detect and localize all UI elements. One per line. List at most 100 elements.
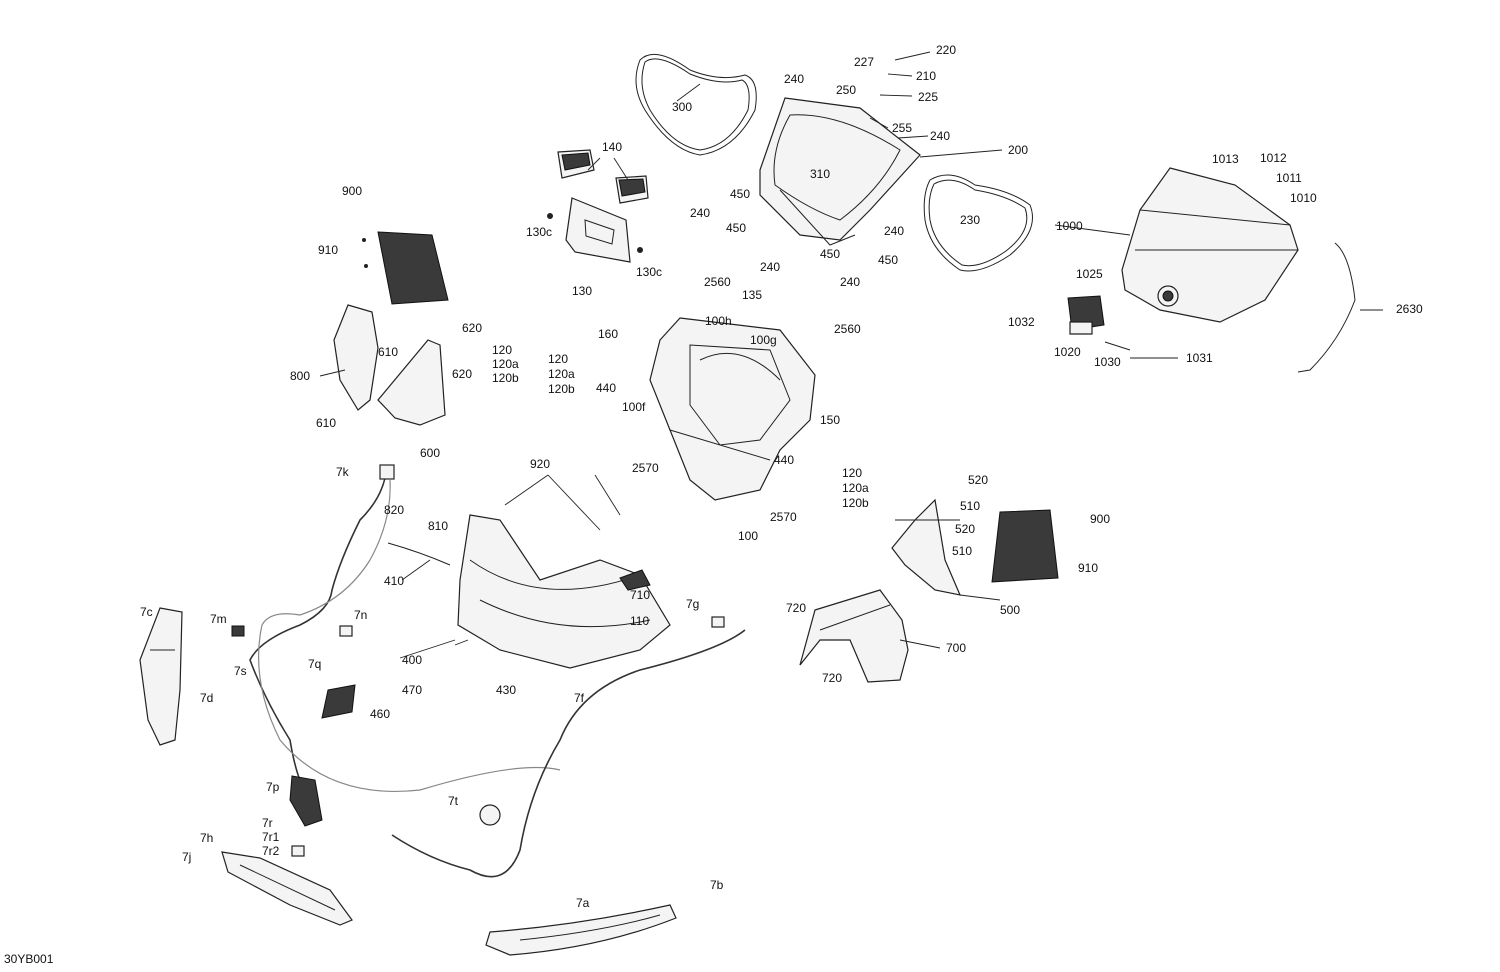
callout-120a: 120a [842, 481, 869, 495]
callout-1010: 1010 [1290, 191, 1317, 205]
callout-7f: 7f [574, 691, 585, 705]
callout-240: 240 [760, 260, 781, 274]
callout-200: 200 [1008, 143, 1029, 157]
callout-120b: 120b [842, 496, 869, 510]
light-140 [557, 149, 649, 204]
callout-150: 150 [820, 413, 841, 427]
callout-310: 310 [810, 167, 831, 181]
callout-230: 230 [960, 213, 981, 227]
callout-2560: 2560 [834, 322, 861, 336]
callout-450: 450 [730, 187, 751, 201]
callout-7c: 7c [140, 605, 153, 619]
callout-7p: 7p [266, 780, 280, 794]
callout-450: 450 [726, 221, 747, 235]
callout-1011: 1011 [1276, 171, 1302, 185]
callout-100h: 100h [705, 314, 732, 328]
callout-7j: 7j [182, 850, 192, 864]
callout-1000: 1000 [1056, 219, 1083, 233]
callout-100: 100 [738, 529, 759, 543]
grille-7h [221, 851, 353, 926]
leader-lines [319, 51, 1383, 659]
liner-700 [799, 589, 909, 683]
callout-300: 300 [672, 100, 693, 114]
callout-800: 800 [290, 369, 311, 383]
harness-7f [391, 629, 746, 878]
callout-250: 250 [836, 83, 857, 97]
callout-2570: 2570 [632, 461, 659, 475]
callout-900: 900 [342, 184, 363, 198]
callout-610: 610 [316, 416, 337, 430]
grommet-7t [479, 804, 501, 826]
callout-600: 600 [420, 446, 441, 460]
callout-225: 225 [918, 90, 939, 104]
callout-240: 240 [930, 129, 951, 143]
callout-120b: 120b [548, 382, 575, 396]
callout-120: 120 [492, 343, 513, 357]
callout-7k: 7k [336, 465, 349, 479]
callout-2560: 2560 [704, 275, 731, 289]
callout-720: 720 [822, 671, 843, 685]
callout-1020: 1020 [1054, 345, 1081, 359]
callout-227: 227 [854, 55, 875, 69]
callout-2630: 2630 [1396, 302, 1423, 316]
strip-410 [387, 542, 451, 566]
connector-7p [289, 775, 323, 827]
callout-520: 520 [968, 473, 989, 487]
callout-1032: 1032 [1008, 315, 1035, 329]
callout-1025: 1025 [1076, 267, 1103, 281]
bracket-130 [547, 197, 643, 263]
callout-620: 620 [462, 321, 483, 335]
callout-470: 470 [402, 683, 423, 697]
bumper-400 [457, 514, 671, 669]
callout-910: 910 [318, 243, 339, 257]
panel-800 [333, 304, 379, 411]
callout-820: 820 [384, 503, 405, 517]
callout-7t: 7t [448, 794, 459, 808]
gasket-230 [923, 174, 1033, 272]
callout-7q: 7q [308, 657, 322, 671]
callout-160: 160 [598, 327, 619, 341]
callout-7s: 7s [234, 664, 247, 678]
callout-120a: 120a [548, 367, 575, 381]
callout-1030: 1030 [1094, 355, 1121, 369]
callout-7n: 7n [354, 608, 368, 622]
callout-7d: 7d [200, 691, 214, 705]
bracket-500 [891, 498, 962, 596]
callout-100f: 100f [622, 400, 646, 414]
callout-120b: 120b [492, 371, 519, 385]
callout-1031: 1031 [1186, 351, 1213, 365]
callout-7r1: 7r1 [262, 830, 280, 844]
callout-240: 240 [690, 206, 711, 220]
callout-7b: 7b [710, 878, 724, 892]
callout-120: 120 [548, 352, 569, 366]
callout-910: 910 [1078, 561, 1099, 575]
callout-620: 620 [452, 367, 473, 381]
callout-7r2: 7r2 [262, 844, 280, 858]
clip-7g [711, 616, 725, 628]
frame-200 [759, 97, 921, 246]
clip-7n [339, 625, 353, 637]
grille-900-right [991, 509, 1059, 583]
hood-1000 [1121, 167, 1299, 323]
side-light-7c [139, 607, 183, 746]
grille-900-left [362, 231, 449, 305]
clip-7r2 [291, 845, 305, 857]
callout-7g: 7g [686, 597, 700, 611]
callout-430: 430 [496, 683, 517, 697]
callout-240: 240 [840, 275, 861, 289]
callout-130c: 130c [636, 265, 663, 279]
callout-450: 450 [820, 247, 841, 261]
callout-450: 450 [878, 253, 899, 267]
callout-120a: 120a [492, 357, 519, 371]
callout-460: 460 [370, 707, 391, 721]
callout-140: 140 [602, 140, 623, 154]
clip-7m [231, 625, 245, 637]
callout-510: 510 [960, 499, 981, 513]
callout-440: 440 [774, 453, 795, 467]
callout-900: 900 [1090, 512, 1111, 526]
callout-7m: 7m [210, 612, 227, 626]
callout-810: 810 [428, 519, 449, 533]
callout-520: 520 [955, 522, 976, 536]
callout-110: 110 [630, 614, 650, 628]
